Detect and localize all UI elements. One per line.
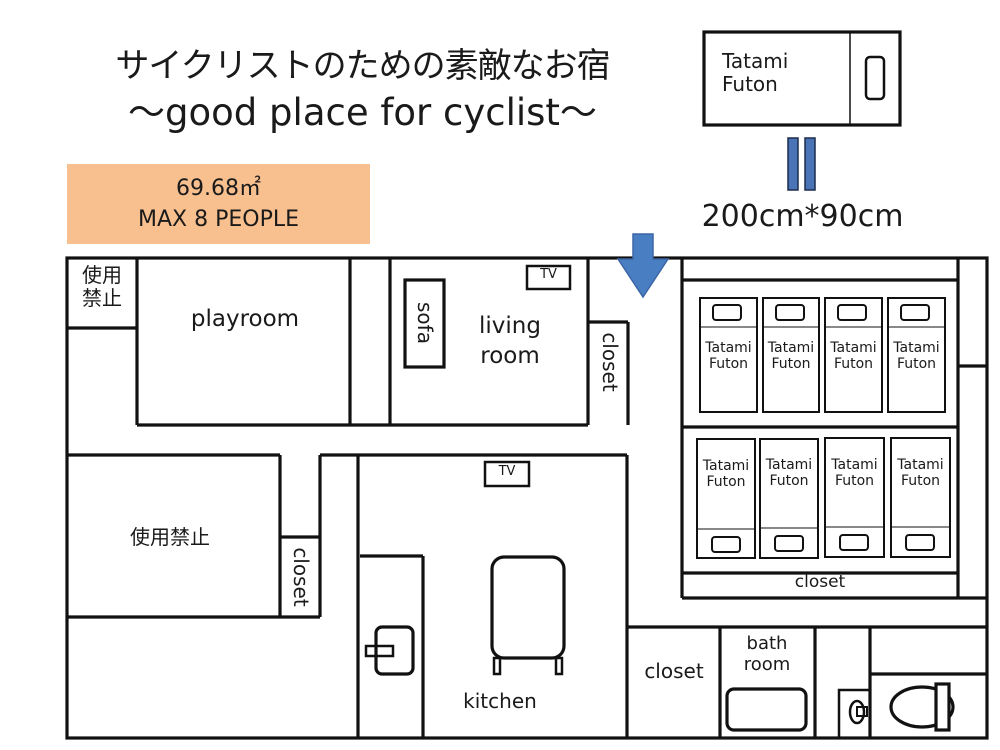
futon-line1: Tatami (893, 340, 940, 356)
futon-line1: Tatami (830, 340, 877, 356)
futon-line2: Futon (834, 473, 875, 490)
closet-label-bottom: closet (644, 659, 704, 683)
futon-bottom-4: Tatami Futon (891, 457, 950, 489)
legend-futon-label: Tatami Futon (722, 50, 788, 96)
legend-futon-line1: Tatami (722, 49, 789, 73)
sink-icon (374, 625, 415, 676)
dining-table-icon (490, 555, 566, 660)
toilet-icon (889, 685, 955, 729)
futon-line1: Tatami (831, 457, 878, 473)
futon-bottom-1: Tatami Futon (697, 458, 755, 490)
outer-wall (65, 256, 989, 740)
legend-futon-icon (702, 30, 902, 127)
futon-line2: Futon (706, 474, 746, 491)
playroom-label: playroom (190, 306, 300, 332)
washbasin-icon (848, 699, 866, 725)
equals-icon (787, 137, 816, 191)
no-use-room-small-label: 使用 禁止 (70, 264, 134, 310)
futon-line2: Futon (896, 356, 937, 373)
futon-line1: Tatami (765, 457, 813, 473)
futon-line2: Futon (771, 356, 811, 373)
bathtub-icon (725, 687, 808, 732)
bath-line1: bath (746, 633, 788, 654)
living-line2: room (480, 343, 540, 369)
max-capacity: MAX 8 PEOPLE (138, 207, 299, 232)
futon-line1: Tatami (767, 340, 815, 356)
title-english: ～good place for cyclist～ (128, 91, 597, 134)
futon-line2: Futon (833, 356, 874, 373)
futon-bottom-2: Tatami Futon (760, 457, 818, 489)
futon-top-3: Tatami Futon (825, 340, 882, 372)
legend-pillow-icon (864, 55, 886, 101)
tv-icon-living (525, 264, 572, 291)
no-use-line2: 禁止 (82, 286, 122, 310)
living-room-label: living room (460, 311, 560, 371)
futon-top-2: Tatami Futon (763, 340, 819, 372)
title-japanese: サイクリストのための素敵なお宿 (115, 46, 610, 86)
no-use-line1: 使用 (82, 263, 122, 287)
futon-bottom-3: Tatami Futon (825, 457, 884, 489)
bathroom-label: bath room (735, 633, 799, 675)
tv-label-living: TV (540, 267, 557, 282)
futon-dimensions: 200cm*90cm (701, 199, 904, 234)
kitchen-label: kitchen (463, 689, 537, 713)
futon-top-4: Tatami Futon (888, 340, 945, 372)
tv-label-kitchen: TV (498, 464, 516, 479)
closet-label-bedroom: closet (794, 572, 846, 592)
area-capacity-box: 69.68㎡ MAX 8 PEOPLE (67, 164, 370, 244)
legend-futon-line2: Futon (722, 72, 778, 96)
floor-area: 69.68㎡ (176, 176, 261, 201)
futon-line1: Tatami (705, 340, 752, 356)
futon-line2: Futon (900, 473, 941, 490)
entrance-arrow-icon (616, 233, 670, 299)
sofa-icon (403, 278, 446, 369)
no-use-room-large-label: 使用禁止 (130, 525, 210, 549)
sofa-label: sofa (413, 302, 437, 344)
tv-icon-kitchen (483, 460, 531, 488)
living-line1: living (479, 313, 541, 339)
futon-line2: Futon (708, 356, 749, 373)
closet-label-left: closet (289, 547, 313, 607)
closet-label-living: closet (598, 332, 622, 392)
futon-line1: Tatami (897, 457, 944, 473)
futon-top-1: Tatami Futon (700, 340, 757, 372)
futon-line1: Tatami (702, 458, 750, 474)
bath-line2: room (743, 653, 791, 675)
futon-line2: Futon (769, 473, 809, 490)
